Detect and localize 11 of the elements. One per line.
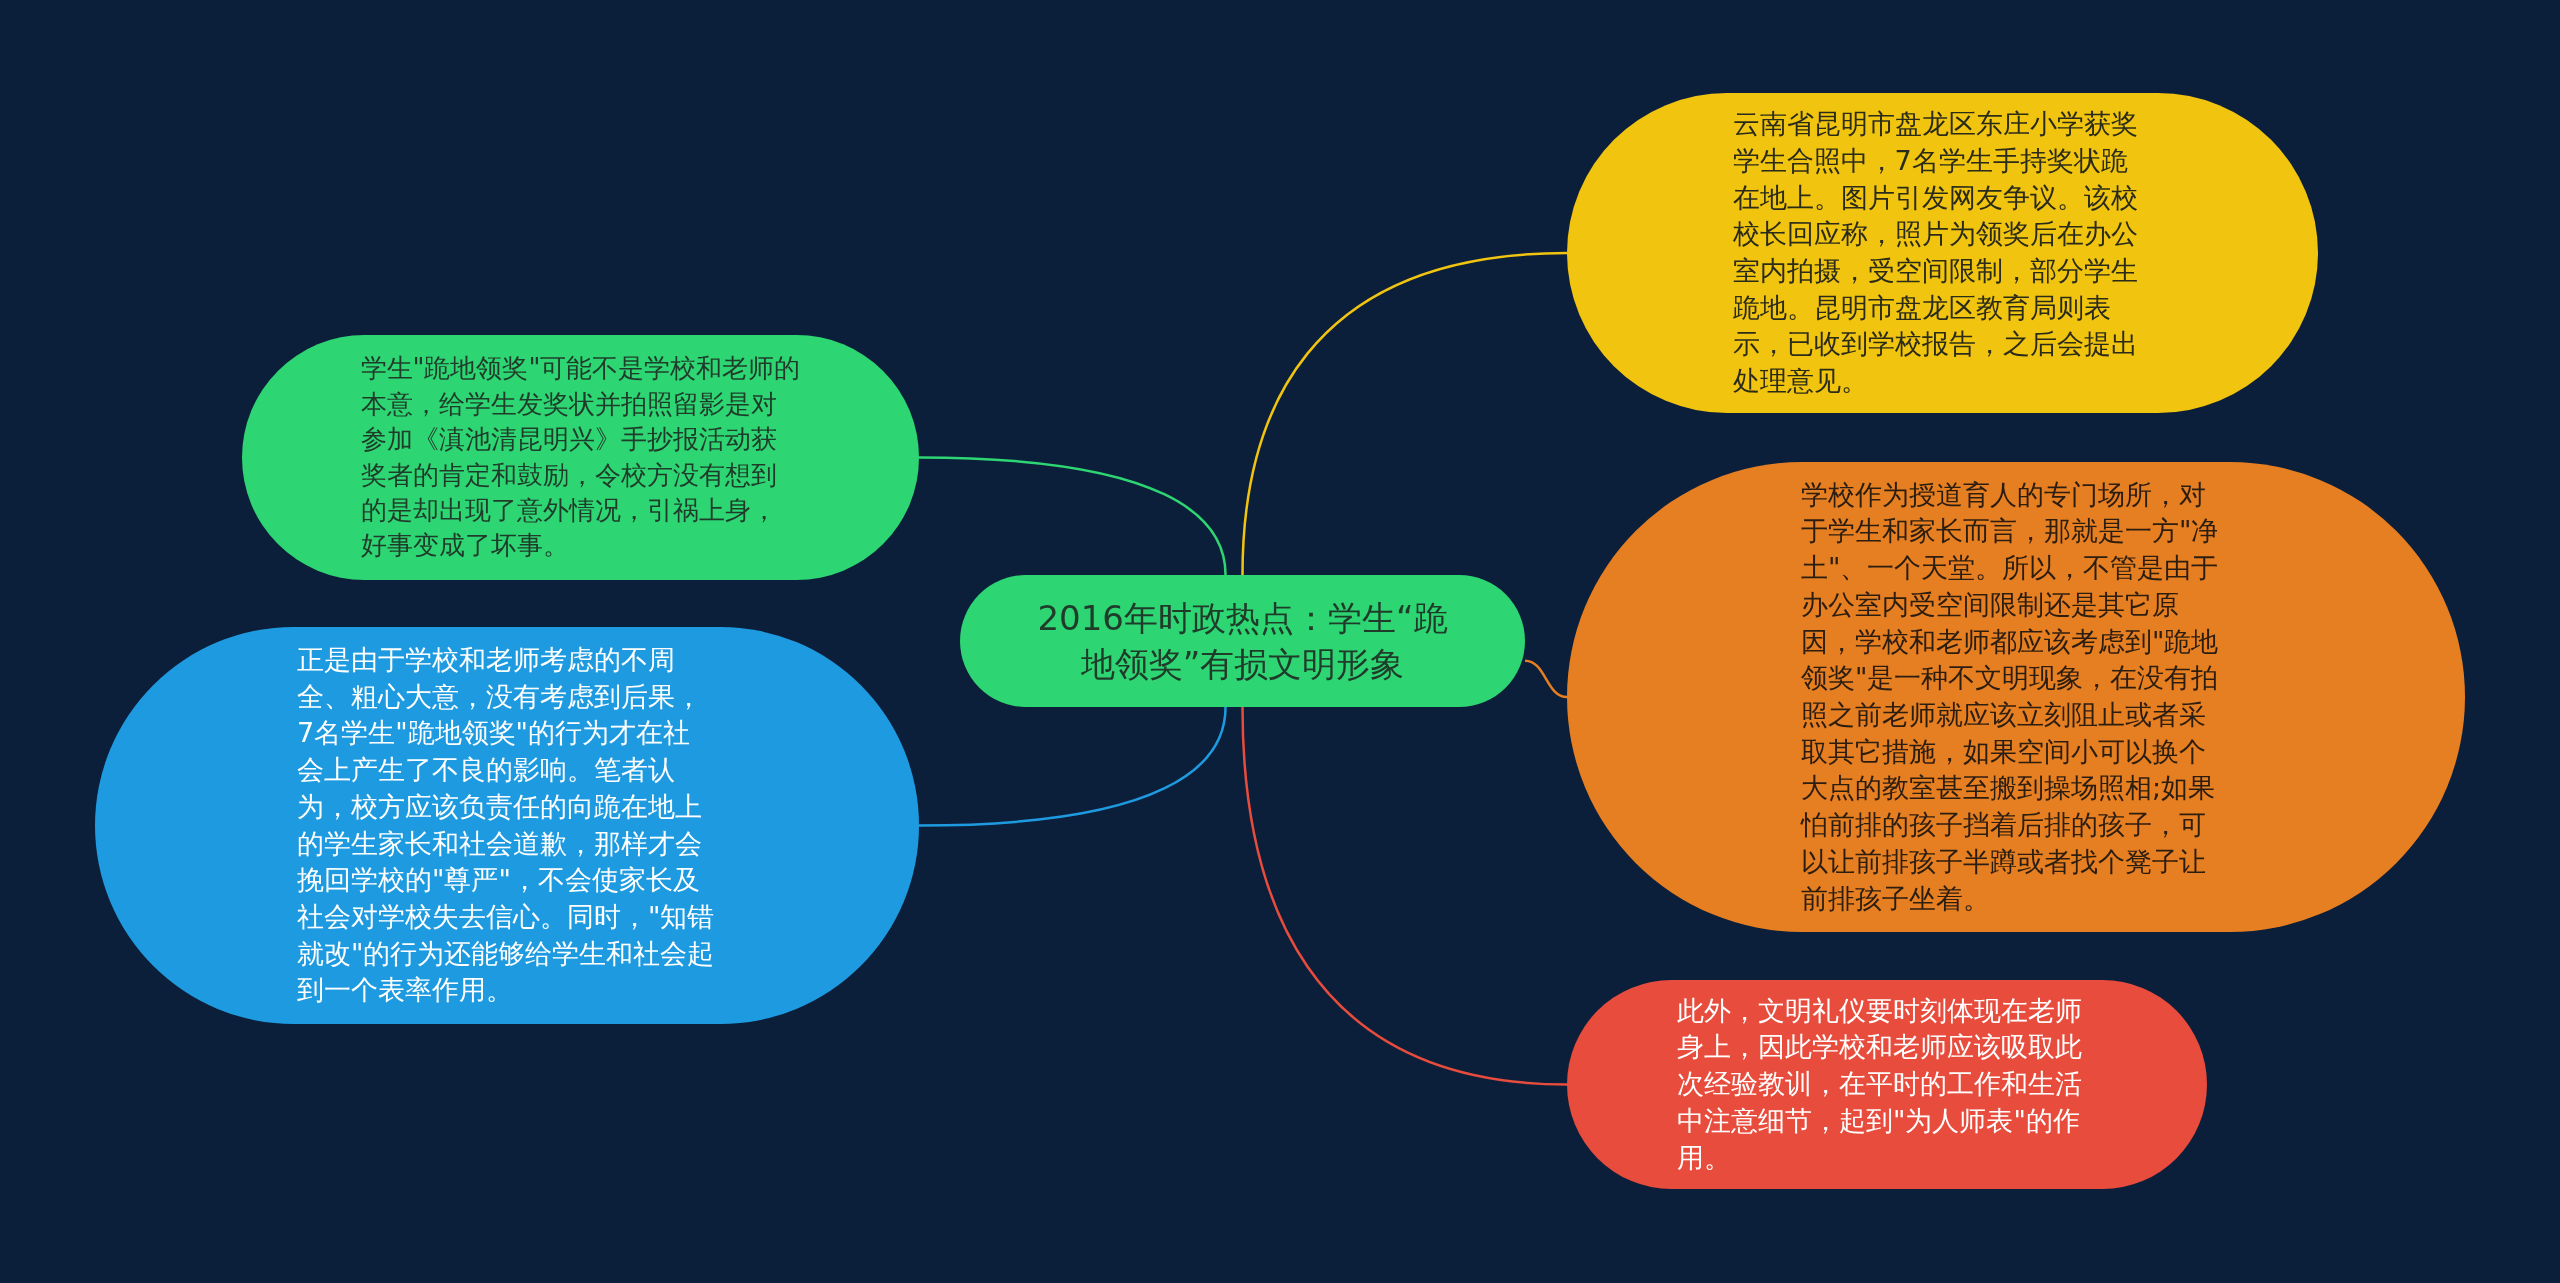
connector-line <box>918 706 1227 827</box>
paragraph-text: 正是由于学校和老师考虑的不周全、粗心大意，没有考虑到后果，7名学生"跪地领奖"的行为才在社会上产生了不良的影响。笔者认为，校方应该负责任的向跪在地上的学生家长和社会道歉，那样才会挽回学校的"尊严"，不会使家长及社会对学校失去信心。同时，"知错就改"的行为还能够给学生和社会起到一个表率作用。 <box>297 642 716 1008</box>
connector-line <box>1241 706 1568 1086</box>
title-text: 2016年时政热点：学生“跪地领奖”有损文明形象 <box>1036 596 1449 686</box>
connector-line <box>918 456 1227 576</box>
paragraph-text: 学校作为授道育人的专门场所，对于学生和家长而言，那就是一方"净土"、一个天堂。所以，不管是由于办公室内受空间限制还是其它原因，学校和老师都应该考虑到"跪地领奖"是一种不文明现象，在没有拍照之前老师就应该立刻阻止或者采取其它措施，如果空间小可以换个大点的教室甚至搬到操场照相;如果怕前排的孩子挡着后排的孩子，可以让前排孩子半蹲或者找个凳子让前排孩子坐着。 <box>1801 477 2220 916</box>
paragraph-text: 云南省昆明市盘龙区东庄小学获奖学生合照中，7名学生手持奖状跪在地上。图片引发网友争议。该校校长回应称，照片为领奖后在办公室内拍摄，受空间限制，部分学生跪地。昆明市盘龙区教育局则表示，已收到学校报告，之后会提出处理意见。 <box>1732 107 2139 399</box>
connector-line <box>1524 659 1568 699</box>
connector-line <box>1241 251 1568 576</box>
paragraph-text: 学生"跪地领奖"可能不是学校和老师的本意，给学生发奖状并拍照留影是对参加《滇池清昆明兴》手抄报活动获奖者的肯定和鼓励，令校方没有想到的是却出现了意外情况，引祸上身，好事变成了坏事。 <box>360 352 801 563</box>
paragraph-text: 此外，文明礼仪要时刻体现在老师身上，因此学校和老师应该吸取此次经验教训，在平时的工作和生活中注意细节，起到"为人师表"的作用。 <box>1677 993 2083 1175</box>
